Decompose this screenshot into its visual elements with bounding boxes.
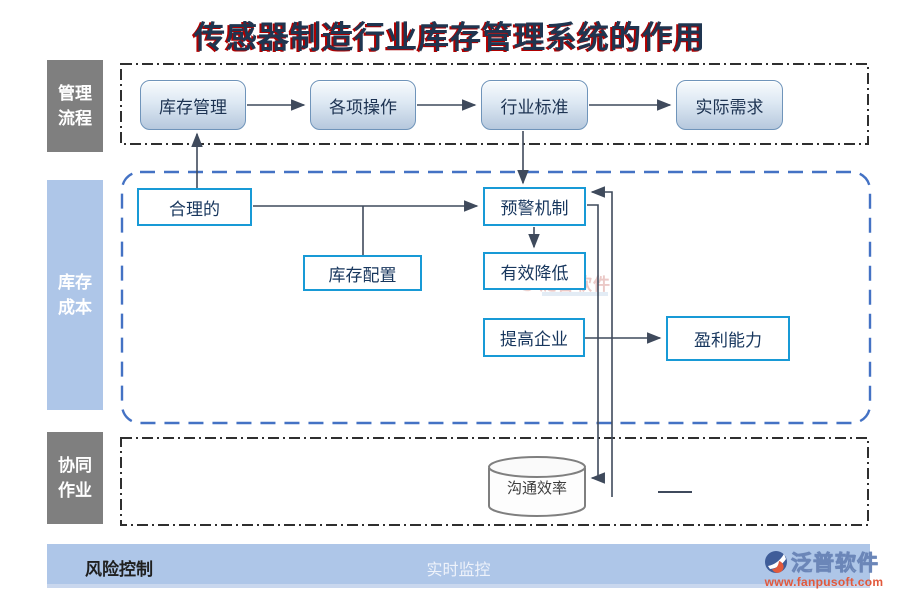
- brand-url: www.fanpusoft.com: [764, 575, 884, 589]
- brand-name: 泛普软件: [791, 551, 879, 576]
- loop-communication-to-warning: [590, 186, 613, 497]
- sidebar-label-text: 协同作业: [58, 455, 92, 501]
- node-reasonable: 合理的: [137, 188, 252, 226]
- node-inventory-management: 库存管理: [140, 80, 246, 130]
- node-various-operations: 各项操作: [310, 80, 416, 130]
- node-actual-demand: 实际需求: [676, 80, 783, 130]
- node-improve-enterprise: 提高企业: [483, 318, 585, 357]
- sidebar-label-collaboration: 协同作业: [47, 432, 103, 524]
- loop-warning-to-communication: [587, 204, 605, 484]
- bottom-section-dashdot-frame: [120, 437, 869, 526]
- node-warning-mechanism: 预警机制: [483, 187, 586, 226]
- footer-bar: 风险控制 实时监控: [47, 544, 870, 588]
- sidebar-label-inventory-cost: 库存成本: [47, 180, 103, 410]
- brand-logo: 泛普软件 www.fanpusoft.com: [764, 547, 884, 589]
- node-communication-efficiency: 沟通效率: [506, 481, 567, 497]
- connector-arrows: [191, 99, 692, 497]
- sidebar-label-text: 库存成本: [58, 272, 92, 318]
- page-title: 传感器制造行业库存管理系统的作用: [194, 20, 706, 55]
- node-effective-reduce: 有效降低: [483, 252, 586, 290]
- node-profitability: 盈利能力: [666, 316, 790, 361]
- sidebar-label-text: 管理流程: [58, 83, 92, 129]
- footer-risk-control: 风险控制: [85, 560, 153, 579]
- node-industry-standard: 行业标准: [481, 80, 588, 130]
- watermark-subline: [542, 292, 608, 296]
- brand-logo-icon: [765, 551, 787, 573]
- middle-section-dashed-frame: [120, 170, 872, 425]
- communication-cylinder-shape: [488, 456, 586, 517]
- top-section-dashdot-frame: [120, 63, 869, 145]
- footer-realtime-monitor: 实时监控: [426, 562, 491, 579]
- node-inventory-config: 库存配置: [303, 255, 422, 291]
- sidebar-label-management-process: 管理流程: [47, 60, 103, 152]
